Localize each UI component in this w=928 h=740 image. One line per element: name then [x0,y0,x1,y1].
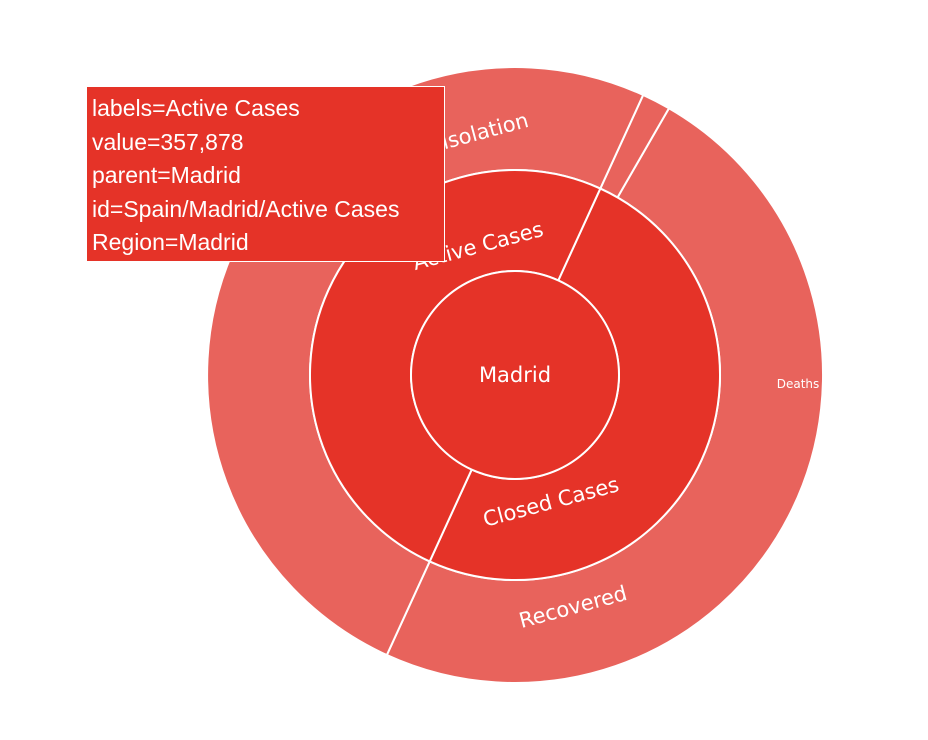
tooltip-line-region: Region=Madrid [92,229,249,255]
segment-madrid-center[interactable] [410,270,620,480]
tooltip-line-parent: parent=Madrid [92,162,241,188]
tooltip-line-id: id=Spain/Madrid/Active Cases [92,195,400,222]
tooltip-line-value: value=357,878 [92,128,244,155]
tooltip-line-labels: labels=Active Cases [92,95,300,121]
hover-tooltip: labels=Active Cases value=357,878 parent… [86,86,445,262]
label-madrid: Madrid [479,363,551,387]
label-deaths: Deaths [777,377,820,391]
